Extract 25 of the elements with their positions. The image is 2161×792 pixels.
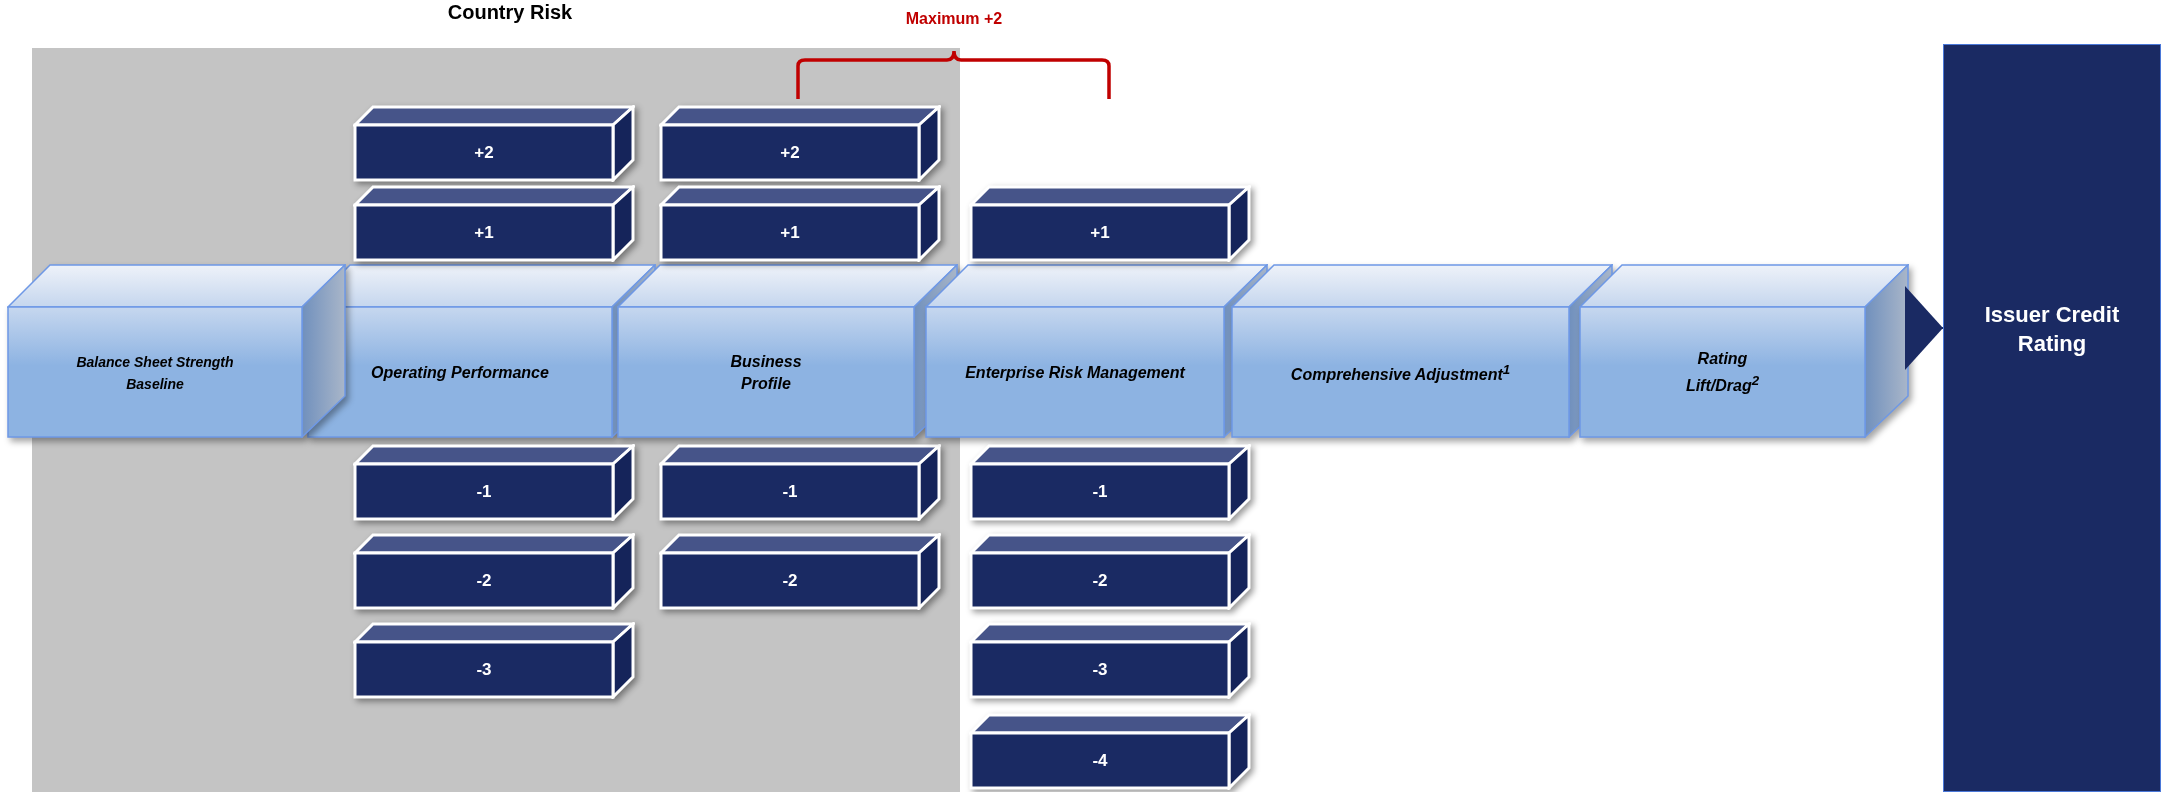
score-label: +1 (1089, 222, 1111, 244)
score-label: -1 (475, 481, 493, 503)
score-label: +1 (473, 222, 495, 244)
score-label: -3 (1091, 659, 1109, 681)
score-label: -1 (1091, 481, 1109, 503)
score-label: -2 (1091, 570, 1109, 592)
rating-panel (1943, 44, 2161, 792)
step-label: Comprehensive Adjustment$^{1}$ (1289, 361, 1512, 386)
score-label: -3 (475, 659, 493, 681)
step-label: Operating Performance (370, 363, 550, 383)
band-heading: Country Risk (446, 0, 574, 24)
score-label: +2 (473, 142, 495, 164)
score-label: -4 (1091, 750, 1109, 772)
score-label: +1 (779, 222, 801, 244)
score-label: -2 (475, 570, 493, 592)
step-label: Enterprise Risk Management (964, 363, 1187, 383)
annotation-label: Maximum +2 (904, 10, 1004, 28)
arrow (1905, 286, 1944, 370)
step-label: Balance Sheet Strength Baseline (75, 353, 235, 394)
score-label: -1 (781, 481, 799, 503)
score-label: -2 (781, 570, 799, 592)
score-label: +2 (779, 142, 801, 164)
step-label: Business Profile (729, 352, 803, 394)
step-label: Rating Lift/Drag$^{2}$ (1684, 349, 1761, 397)
rating-label: Issuer Credit Rating (1983, 301, 2121, 358)
